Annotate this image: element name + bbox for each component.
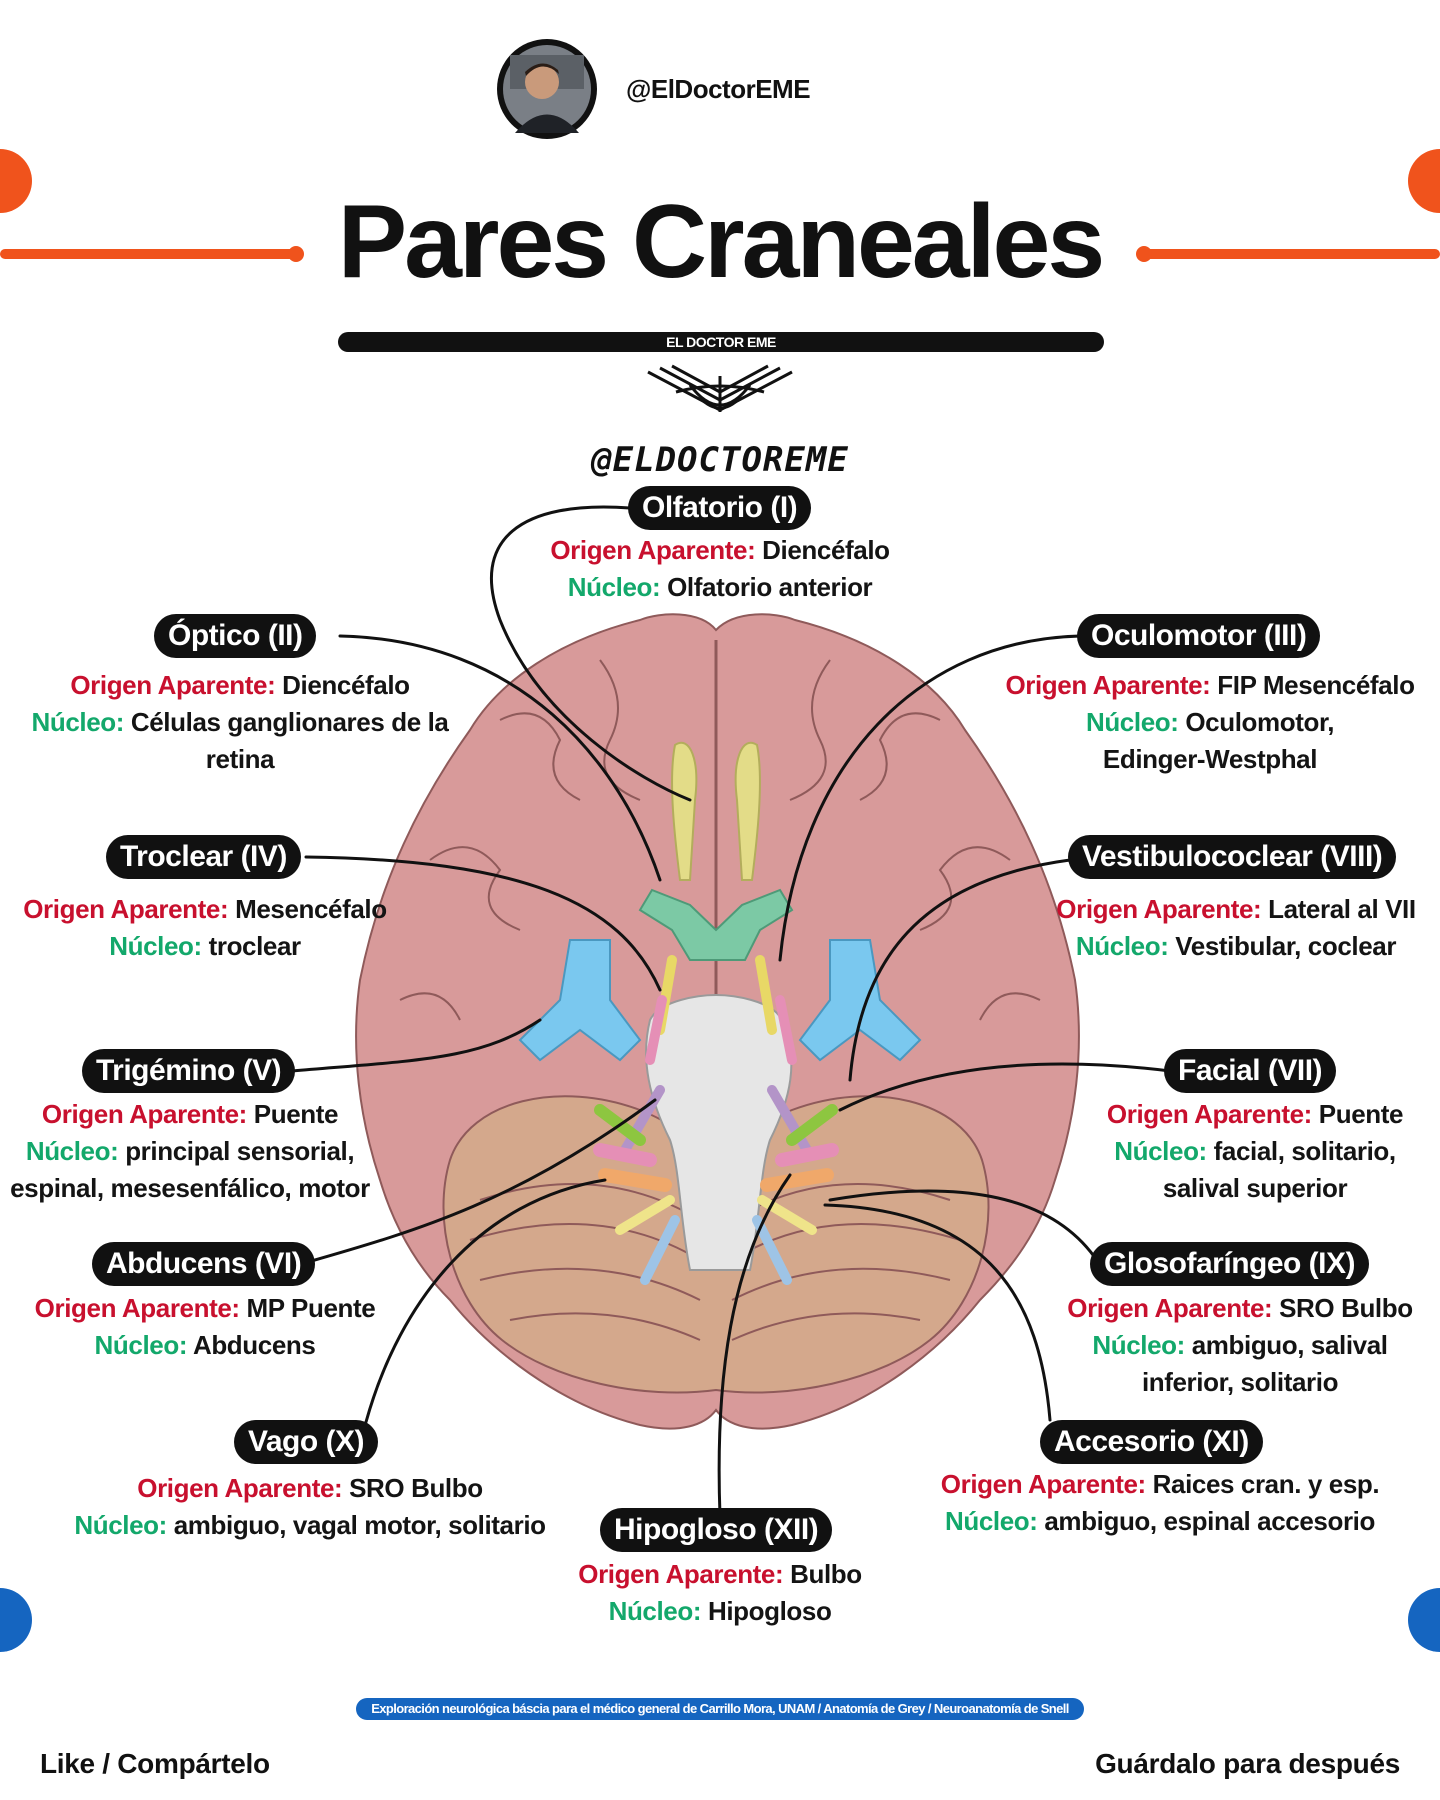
nerve-pill-trigemino: Trigémino (V)	[82, 1049, 296, 1093]
nerve-info-oculomotor: Origen Aparente: FIP Mesencéfalo Núcleo:…	[1005, 670, 1415, 774]
references-bar: Exploración neurológica báscia para el m…	[356, 1698, 1084, 1720]
blue-dot-left	[0, 1588, 32, 1652]
brand-logo	[647, 364, 793, 412]
nerve-info-optico: Origen Aparente: Diencéfalo Núcleo: Célu…	[31, 670, 449, 774]
orange-line-left	[0, 249, 296, 259]
nerve-info-abducens: Origen Aparente: MP Puente Núcleo: Abduc…	[34, 1293, 376, 1360]
nerve-info-vestibulococlear: Origen Aparente: Lateral al VII Núcleo: …	[1056, 894, 1416, 961]
nerve-pill-vestibulococlear: Vestibulococlear (VIII)	[1068, 835, 1397, 879]
orange-dot-left	[0, 149, 32, 213]
nerve-info-troclear: Origen Aparente: Mesencéfalo Núcleo: tro…	[23, 894, 387, 961]
nerve-pill-hipogloso: Hipogloso (XII)	[600, 1508, 833, 1552]
nerve-info-glosofaringeo: Origen Aparente: SRO Bulbo Núcleo: ambig…	[1067, 1293, 1413, 1397]
account-handle: @ElDoctorEME	[626, 74, 811, 104]
leader-lines	[290, 505, 1172, 1518]
nerve-info-facial: Origen Aparente: Puente Núcleo: facial, …	[1106, 1099, 1404, 1203]
nerve-pill-troclear: Troclear (IV)	[106, 835, 301, 879]
nerve-pill-abducens: Abducens (VI)	[92, 1242, 316, 1286]
nerve-pill-glosofaringeo: Glosofaríngeo (IX)	[1090, 1242, 1370, 1286]
nerve-info-vago: Origen Aparente: SRO Bulbo Núcleo: ambig…	[74, 1473, 546, 1540]
footer-like-share: Like / Compártelo	[40, 1748, 270, 1779]
page-title: Pares Craneales	[337, 184, 1105, 300]
avatar	[497, 39, 597, 139]
nerve-info-trigemino: Origen Aparente: Puente Núcleo: principa…	[10, 1099, 370, 1203]
nerve-pill-accesorio: Accesorio (XI)	[1040, 1420, 1263, 1464]
nerve-info-hipogloso: Origen Aparente: Bulbo Núcleo: Hipogloso	[578, 1559, 862, 1626]
nerve-pill-olfatorio: Olfatorio (I)	[628, 486, 812, 530]
footer-save-for-later: Guárdalo para después	[1095, 1748, 1400, 1779]
orange-dot-right	[1408, 149, 1440, 213]
brand-bar: EL DOCTOR EME	[338, 332, 1104, 352]
orange-line-right	[1144, 249, 1440, 259]
nerve-pill-optico: Óptico (II)	[154, 614, 317, 658]
blue-dot-right	[1408, 1588, 1440, 1652]
nerve-pill-vago: Vago (X)	[234, 1420, 379, 1464]
nerve-info-olfatorio: Origen Aparente: Diencéfalo Núcleo: Olfa…	[550, 535, 890, 602]
brand-handle: @ELDOCTOREME	[591, 440, 849, 480]
nerve-info-accesorio: Origen Aparente: Raices cran. y esp. Núc…	[940, 1469, 1380, 1536]
nerve-pill-oculomotor: Oculomotor (III)	[1077, 614, 1321, 658]
nerve-pill-facial: Facial (VII)	[1164, 1049, 1337, 1093]
